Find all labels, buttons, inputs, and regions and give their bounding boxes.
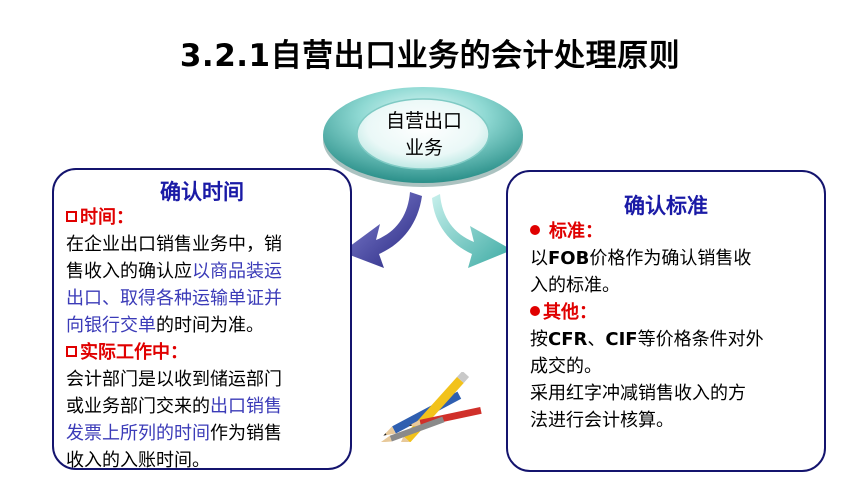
right-heading-standard: 标准：	[530, 218, 764, 245]
right-text-line: 按CFR、CIF等价格条件对外	[530, 329, 764, 350]
left-text-line: 发票上所列的时间作为销售	[66, 423, 282, 444]
left-heading-practice: 实际工作中：	[66, 339, 282, 366]
right-text-line: 采用红字冲减销售收入的方	[530, 383, 746, 404]
checkbox-square-icon	[66, 211, 77, 222]
right-heading-other: 其他：	[530, 299, 764, 326]
page-title: 3.2.1自营出口业务的会计处理原则	[179, 38, 681, 74]
hub-label: 自营出口 业务	[360, 108, 488, 162]
left-text-line: 售收入的确认应以商品装运	[66, 261, 282, 282]
left-text-line: 在企业出口销售业务中，销	[66, 234, 282, 255]
right-text-line: 成交的。	[530, 356, 602, 377]
right-box-title: 确认标准	[624, 194, 708, 218]
left-text-line: 向银行交单的时间为准。	[66, 315, 264, 336]
left-box	[52, 168, 352, 470]
arrow-right-icon	[432, 194, 512, 268]
left-heading-time: 时间：	[66, 204, 282, 231]
right-text-line: 法进行会计核算。	[530, 410, 674, 431]
left-box-content: 时间： 在企业出口销售业务中，销 售收入的确认应以商品装运 出口、取得各种运输单…	[66, 204, 282, 474]
bullet-dot-icon	[530, 306, 540, 316]
hub-label-line2: 业务	[404, 137, 443, 159]
right-text-line: 入的标准。	[530, 275, 620, 296]
left-text-line: 收入的入账时间。	[66, 450, 210, 471]
hub-label-line1: 自营出口	[385, 110, 462, 132]
left-text-line: 或业务部门交来的出口销售	[66, 396, 282, 417]
arrow-left-icon	[342, 192, 422, 268]
right-box	[506, 170, 826, 472]
bullet-dot-icon	[530, 225, 540, 235]
right-box-content: 标准： 以FOB价格作为确认销售收 入的标准。 其他： 按CFR、CIF等价格条…	[530, 218, 764, 434]
left-box-title: 确认时间	[160, 180, 244, 204]
left-text-line: 出口、取得各种运输单证并	[66, 288, 282, 309]
right-text-line: 以FOB价格作为确认销售收	[530, 248, 752, 269]
hub-ellipse	[323, 87, 523, 187]
pencils-icon	[380, 372, 482, 442]
checkbox-square-icon	[66, 346, 77, 357]
left-text-line: 会计部门是以收到储运部门	[66, 369, 282, 390]
